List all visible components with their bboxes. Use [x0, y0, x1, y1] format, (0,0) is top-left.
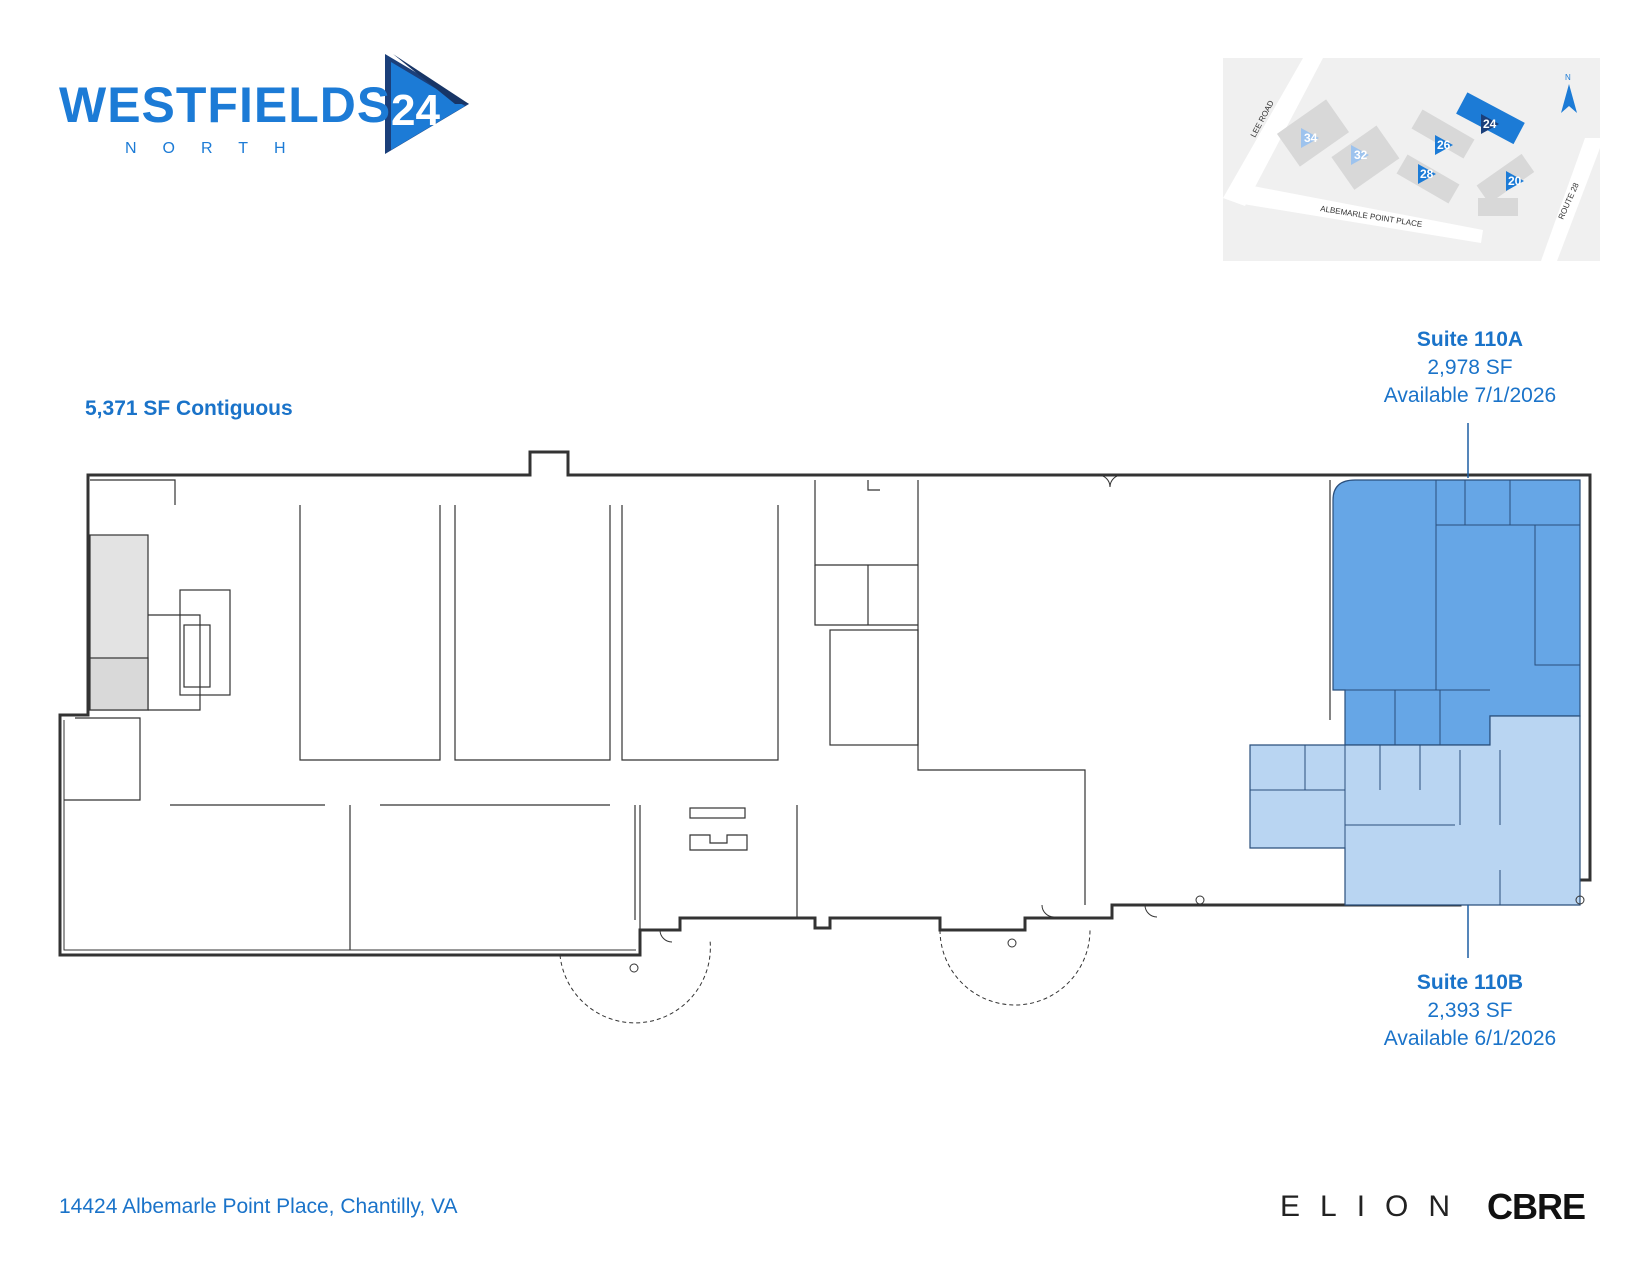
site-map: N 34 32 26 24 28 20 LEE ROAD ALBEMARLE P…: [1223, 58, 1600, 261]
suite-110b-availability: Available 6/1/2026: [1383, 1027, 1557, 1050]
suite-110a-name: Suite 110A: [1416, 328, 1524, 351]
building-label-26: 26: [1437, 138, 1451, 152]
building-label-32: 32: [1354, 148, 1368, 162]
cbre-logo: CBRE: [1487, 1186, 1586, 1227]
contiguous-label: 5,371 SF Contiguous: [85, 397, 293, 420]
suite-110b-label: Suite 110B 2,393 SF Available 6/1/2026: [1330, 969, 1610, 1053]
logo-wordmark: WESTFIELDS: [59, 77, 392, 133]
suite-110b-area-text: 2,393 SF: [1427, 999, 1513, 1022]
building-label-24: 24: [1483, 117, 1497, 131]
suite-110b-area: [1249, 715, 1581, 906]
road-route-28: [1541, 138, 1600, 261]
suite-110a-availability: Available 7/1/2026: [1383, 384, 1557, 407]
road-albemarle: [1223, 186, 1483, 243]
logo-subtitle: NORTH: [125, 140, 312, 157]
suite-110a-area: [1332, 479, 1581, 746]
building-label-28: 28: [1420, 167, 1434, 181]
elion-logo: ELION: [1280, 1190, 1471, 1223]
property-address: 14424 Albemarle Point Place, Chantilly, …: [59, 1195, 458, 1218]
north-arrow-icon: [1561, 84, 1577, 113]
logo-triangle-icon: [385, 54, 469, 154]
westfields-logo: WESTFIELDS 24 NORTH: [55, 48, 475, 158]
road-lee: [1223, 58, 1323, 206]
suite-110b-name: Suite 110B: [1416, 971, 1524, 994]
suite-110a-area-text: 2,978 SF: [1427, 356, 1513, 379]
logo-number: 24: [391, 86, 440, 135]
building-label-34: 34: [1304, 131, 1318, 145]
suite-110a-label: Suite 110A 2,978 SF Available 7/1/2026: [1330, 326, 1610, 410]
building-label-20: 20: [1508, 174, 1522, 188]
north-label: N: [1565, 73, 1571, 82]
